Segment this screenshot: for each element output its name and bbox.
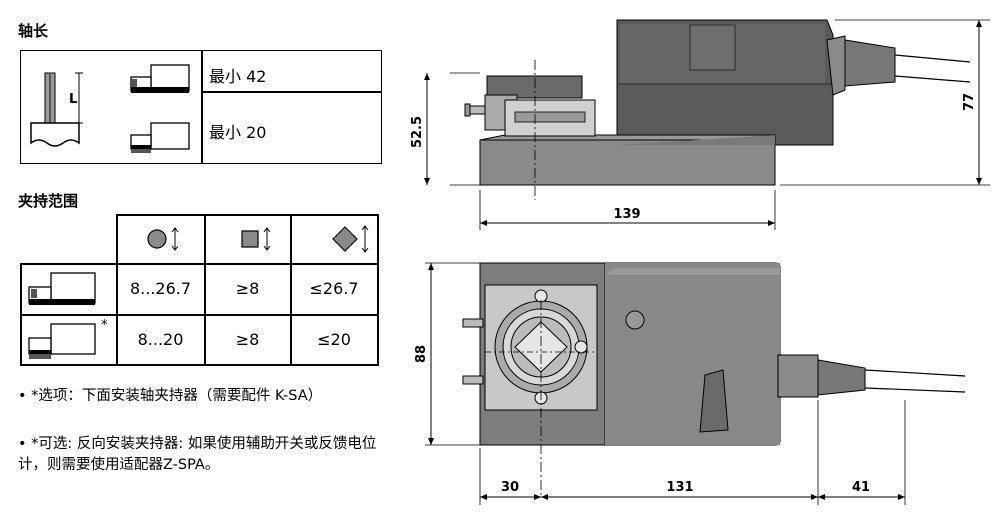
clamp-bottom-square: ≥8 xyxy=(235,330,260,349)
clamp-range-title: 夹持范围 xyxy=(18,192,79,210)
shaft-length-title: 轴长 xyxy=(18,22,49,40)
note-1: • *选项：下面安装轴夹持器（需要配件 K-SA） xyxy=(18,388,323,404)
top-view: 88 30 131 41 xyxy=(414,262,966,505)
dim-41: 41 xyxy=(852,480,870,495)
square-shaft-icon xyxy=(241,227,271,251)
shaft-length-table: 最小 42 最小 20 L xyxy=(20,50,382,164)
actuator-dimension-drawing: 52.5 77 139 xyxy=(410,19,990,505)
dim-width-top: 88 xyxy=(414,345,429,363)
dim-height-total: 77 xyxy=(962,93,977,111)
dim-131: 131 xyxy=(666,480,693,495)
clamp-top-round: 8...26.7 xyxy=(129,279,192,298)
clamp-range-table: * 8...26.7 ≥8 ≤26.7 8...20 ≥8 ≤20 xyxy=(20,214,379,366)
clamp-bottom-diagonal: ≤20 xyxy=(317,330,351,349)
bottom-mount-marker: * xyxy=(101,318,108,333)
dim-30: 30 xyxy=(501,480,519,495)
side-view: 52.5 77 139 xyxy=(410,19,990,230)
round-shaft-icon xyxy=(147,227,179,251)
dim-height-front: 52.5 xyxy=(410,116,425,148)
note-2: • *可选: 反向安装夹持器: 如果使用辅助开关或反馈电位计，则需要使用适配器Z… xyxy=(18,436,377,473)
clamp-top-diagonal: ≤26.7 xyxy=(309,279,359,298)
clamp-shape-icons xyxy=(147,225,369,253)
shaft-length-min-42: 最小 42 xyxy=(209,67,267,86)
dim-length-side: 139 xyxy=(613,207,640,222)
clamp-bottom-round: 8...20 xyxy=(137,330,184,349)
shaft-L-label: L xyxy=(69,92,77,107)
shaft-illustration: L xyxy=(30,64,190,153)
clamp-top-square: ≥8 xyxy=(235,279,260,298)
diagonal-square-icon xyxy=(332,225,369,253)
clamp-bottom-mount-icon xyxy=(28,323,96,359)
shaft-length-min-20: 最小 20 xyxy=(209,123,267,142)
clamp-top-mount-icon xyxy=(28,272,96,305)
